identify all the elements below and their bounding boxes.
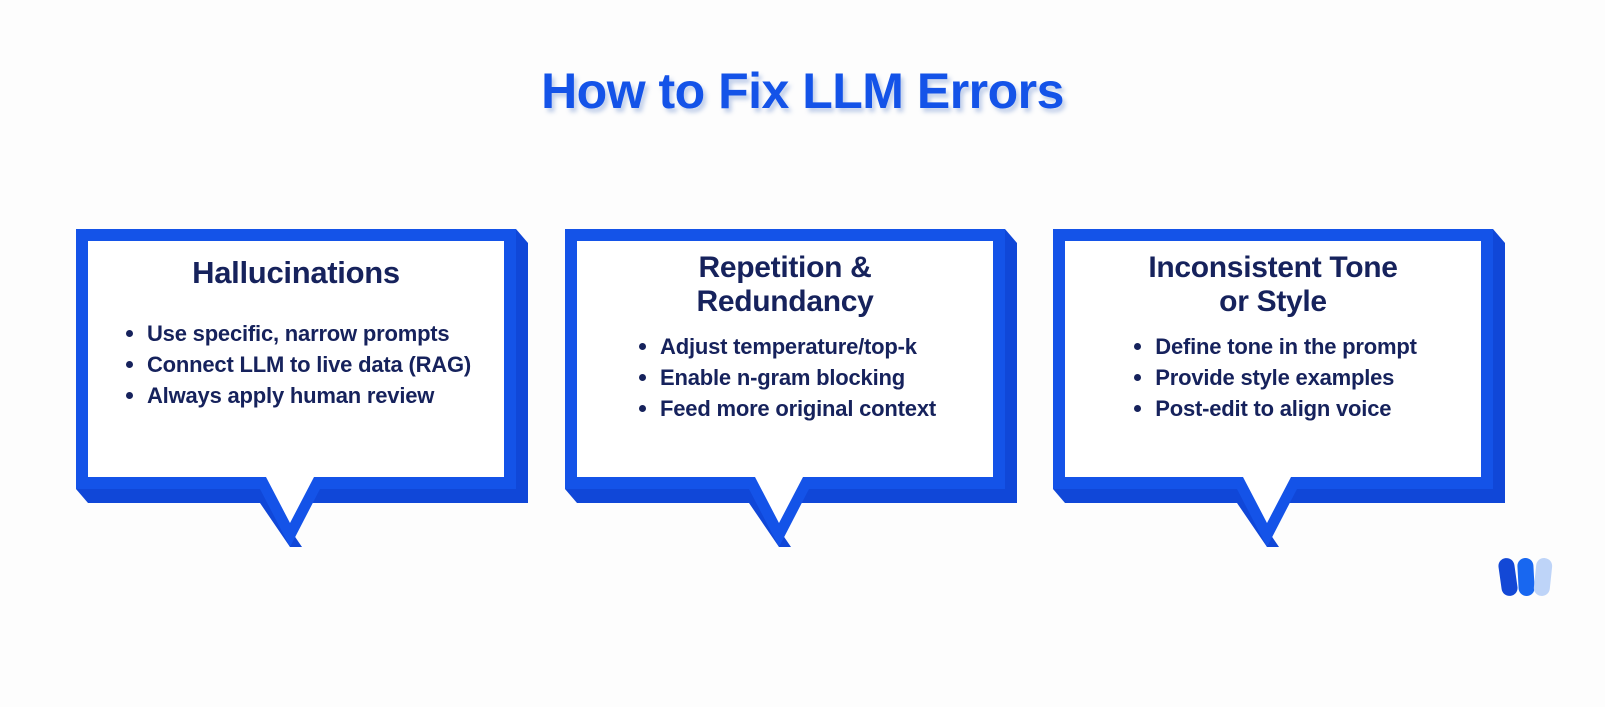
cards-row: Hallucinations Use specific, narrow prom… [0, 229, 1605, 559]
card-content: Hallucinations Use specific, narrow prom… [76, 229, 516, 489]
list-item: Adjust temperature/top-k [634, 331, 936, 362]
speech-bubble-shape [565, 229, 1017, 547]
card-hallucinations: Hallucinations Use specific, narrow prom… [76, 229, 528, 547]
card-bullets: Define tone in the prompt Provide style … [1129, 331, 1417, 425]
card-title: Inconsistent Tone or Style [1148, 251, 1398, 319]
card-inconsistent-tone: Inconsistent Tone or Style Define tone i… [1053, 229, 1505, 547]
w-logo-icon [1498, 558, 1553, 596]
card-bullets: Use specific, narrow prompts Connect LLM… [121, 318, 471, 412]
card-title-line: or Style [1219, 284, 1327, 318]
card-content: Repetition & Redundancy Adjust temperatu… [565, 229, 1005, 489]
card-title-line: Inconsistent Tone [1148, 251, 1398, 284]
speech-bubble-shape [1053, 229, 1505, 547]
list-item: Define tone in the prompt [1129, 331, 1417, 362]
card-title: Hallucinations [192, 255, 400, 290]
list-item: Feed more original context [634, 393, 936, 424]
card-title-line: Repetition & [698, 251, 872, 284]
list-item: Use specific, narrow prompts [121, 318, 471, 349]
card-repetition-redundancy: Repetition & Redundancy Adjust temperatu… [565, 229, 1017, 547]
card-content: Inconsistent Tone or Style Define tone i… [1053, 229, 1493, 489]
card-title-line: Redundancy [696, 284, 874, 318]
list-item: Post-edit to align voice [1129, 393, 1416, 424]
page-title: How to Fix LLM Errors [541, 63, 1064, 119]
list-item: Provide style examples [1129, 362, 1416, 393]
card-bullets: Adjust temperature/top-k Enable n-gram b… [634, 331, 936, 425]
list-item: Connect LLM to live data (RAG) [121, 349, 471, 380]
card-title: Repetition & Redundancy [696, 251, 873, 319]
speech-bubble-shape [76, 229, 528, 547]
list-item: Enable n-gram blocking [634, 362, 936, 393]
list-item: Always apply human review [121, 380, 471, 411]
